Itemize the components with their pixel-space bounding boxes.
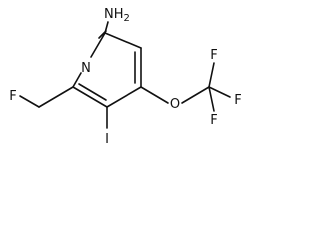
bond-ch2-f: [19, 95, 40, 108]
bond-c5-c6-inner: [78, 83, 107, 101]
bond-cf3-f-right: [208, 86, 231, 98]
bond-c4-o: [140, 86, 169, 104]
atom-labels: NH2 N F I O F F F: [9, 7, 241, 147]
bond-c2-nh2: [104, 21, 109, 34]
bond-o-cf3: [181, 86, 210, 104]
chemical-structure-diagram: NH2 N F I O F F F: [9, 7, 241, 147]
bond-c5-c6: [72, 86, 108, 108]
atom-label-iodine: I: [105, 132, 109, 147]
atom-label-fluorine-methyl: F: [9, 89, 16, 104]
atom-label-ring-nitrogen: N: [81, 61, 91, 76]
bond-n-c2: [90, 32, 106, 58]
bond-c4-c5: [106, 86, 142, 108]
bond-c2-c3: [104, 32, 142, 49]
atom-label-cf3-fluorine-top: F: [210, 48, 217, 63]
bonds: [19, 21, 231, 129]
atom-label-cf3-fluorine-right: F: [234, 93, 241, 108]
bond-cf3-f-bottom: [208, 86, 215, 112]
bond-c6-ch2: [38, 86, 74, 108]
atom-label-cf3-fluorine-bottom: F: [210, 113, 217, 128]
bond-c6-n: [72, 72, 82, 88]
atom-label-amine: NH2: [104, 7, 130, 24]
atom-label-ether-oxygen: O: [170, 97, 180, 112]
bond-cf3-f-top: [208, 62, 215, 88]
